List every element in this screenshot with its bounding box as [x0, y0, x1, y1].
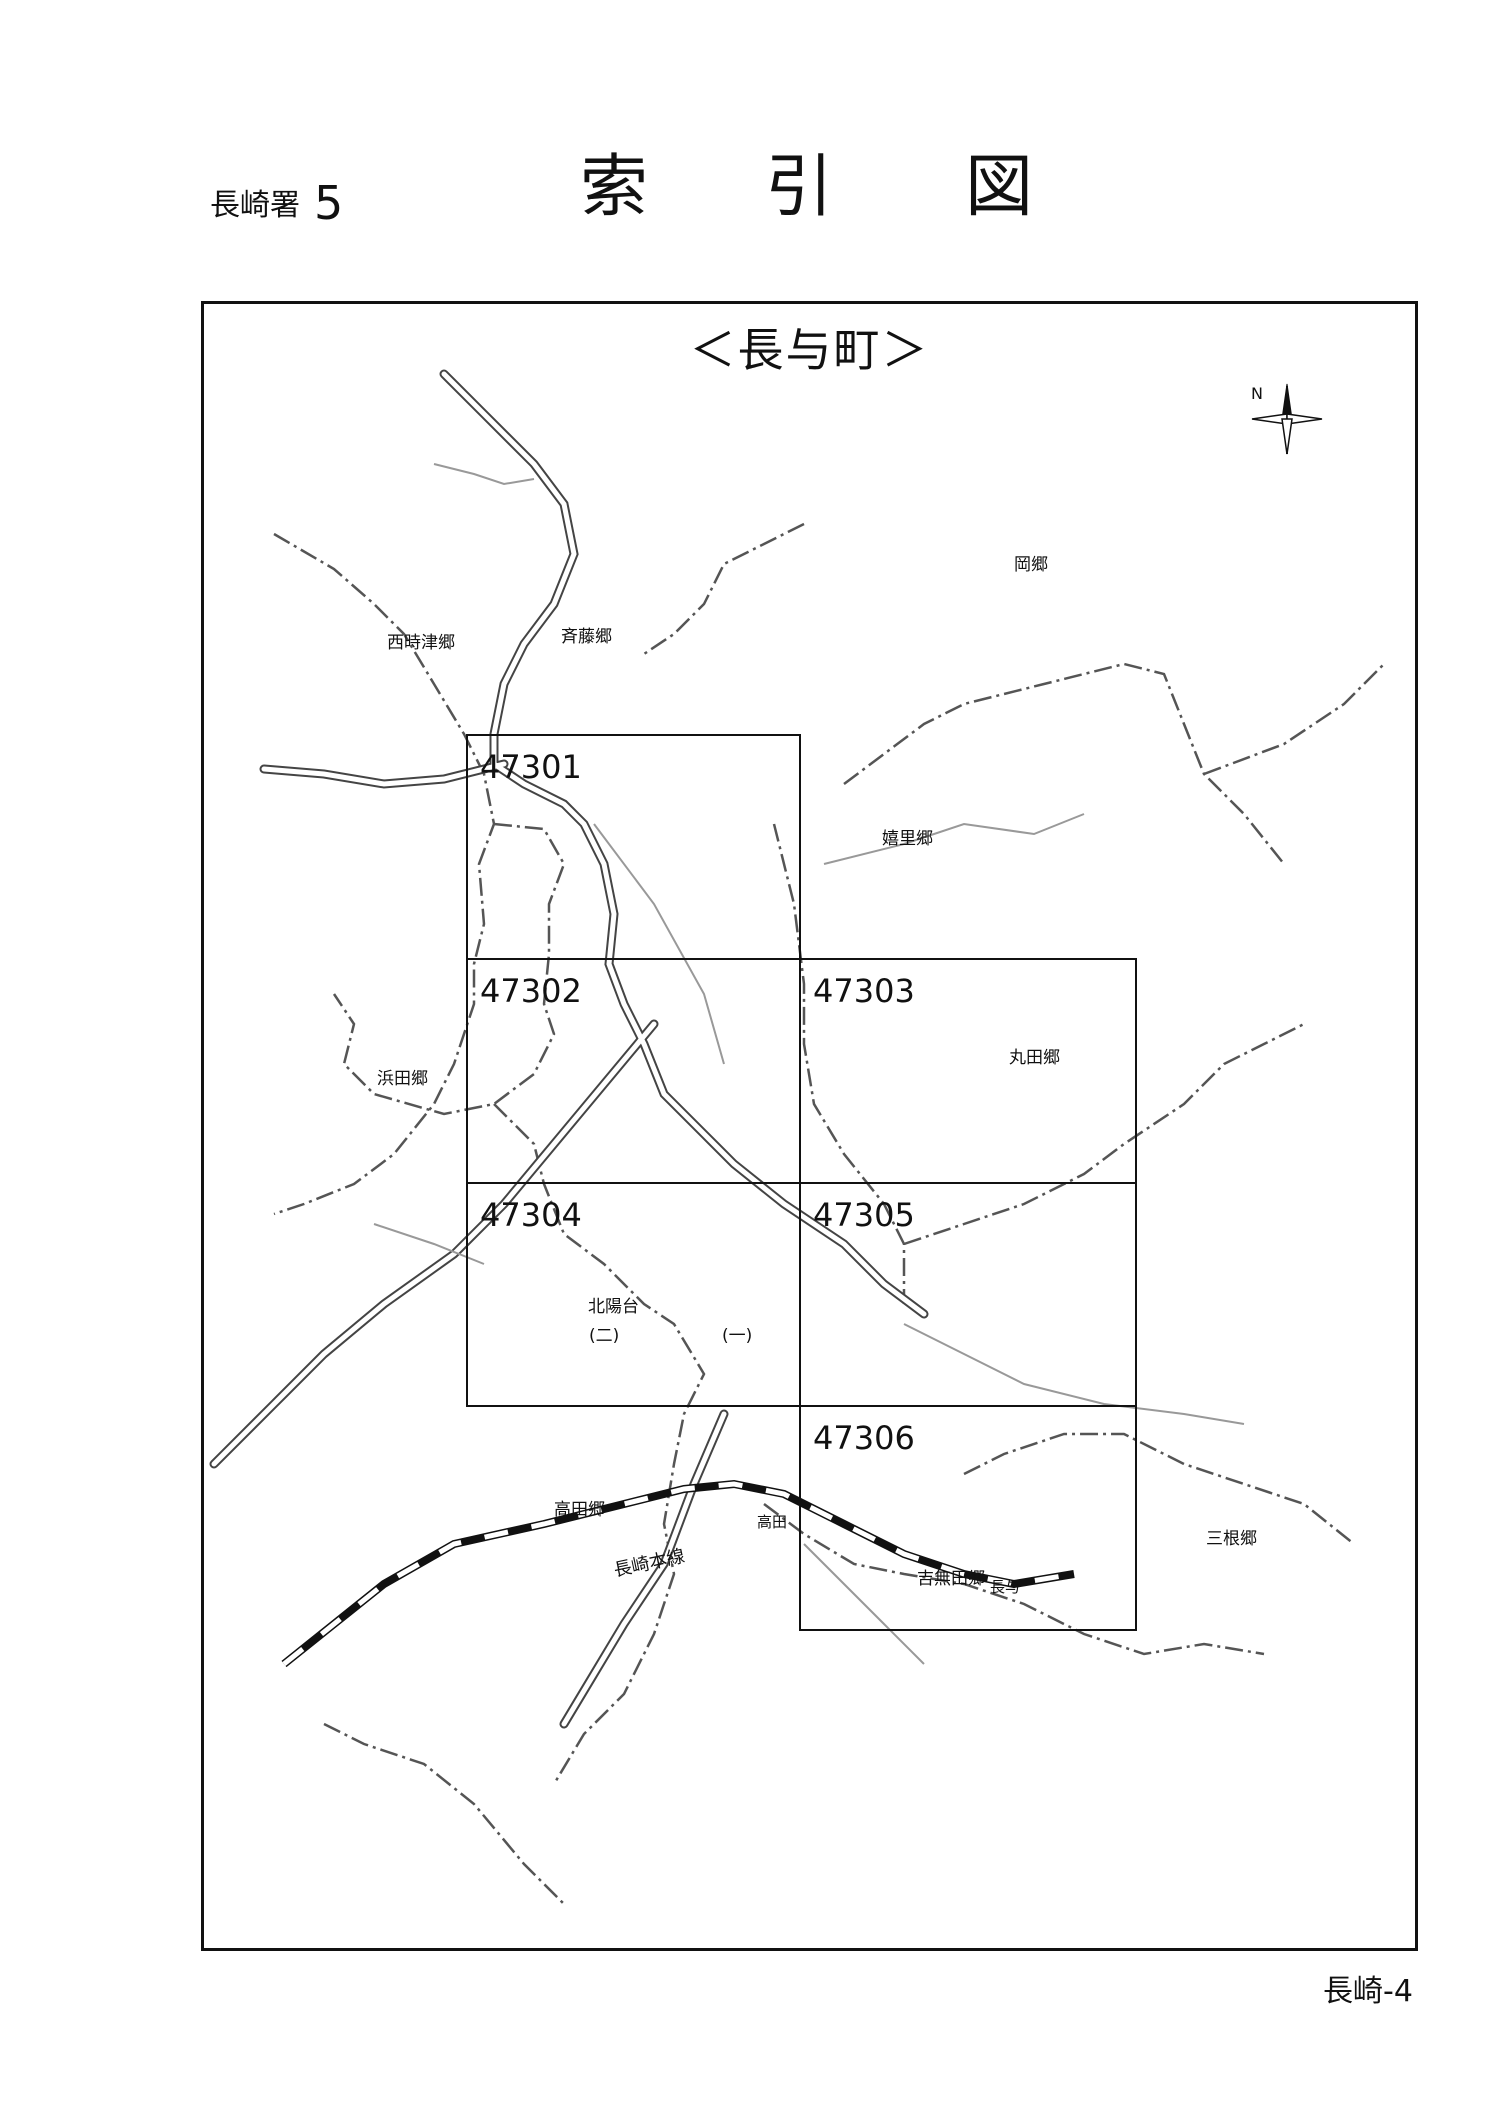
- place-yoshimuta: 吉無田郷: [917, 1569, 985, 1589]
- station-code: 長崎署 5: [210, 172, 343, 230]
- boundary-lines: [273, 522, 1385, 1905]
- place-hokuyodai-1: (一): [722, 1326, 753, 1346]
- page-title: 索 引 図: [560, 148, 1080, 228]
- tile-number: 47305: [813, 1196, 915, 1234]
- tile-number: 47302: [480, 972, 582, 1010]
- area-title: ＜長与町＞: [689, 323, 930, 377]
- tile-number: 47303: [813, 972, 915, 1010]
- place-oka: 岡郷: [1014, 555, 1048, 575]
- station-nagayo: 長与: [990, 1578, 1021, 1596]
- place-hamada: 浜田郷: [377, 1069, 428, 1089]
- station-number: 5: [314, 176, 344, 230]
- north-label: N: [1251, 384, 1263, 403]
- map-tile-47302[interactable]: 47302: [466, 958, 801, 1184]
- title-char: 引: [765, 148, 834, 227]
- map-tile-47304[interactable]: 47304: [466, 1182, 801, 1407]
- map-frame: ＜長与町＞: [201, 301, 1418, 1951]
- place-hokuyodai-2: (二): [589, 1326, 620, 1346]
- station-takada: 高田: [757, 1513, 788, 1531]
- title-char: 索: [580, 148, 649, 227]
- place-nishitokitsu: 西時津郷: [387, 633, 455, 653]
- page-number: 長崎-4: [1323, 1974, 1413, 2009]
- place-saito: 斉藤郷: [561, 627, 612, 647]
- title-char: 図: [965, 148, 1034, 227]
- map-tile-47301[interactable]: 47301: [466, 734, 801, 960]
- compass-icon: [1251, 383, 1323, 455]
- map-tile-47305[interactable]: 47305: [799, 1182, 1137, 1407]
- tile-number: 47304: [480, 1196, 582, 1234]
- place-mitsune: 三根郷: [1206, 1529, 1257, 1549]
- tile-number: 47306: [813, 1419, 915, 1457]
- place-ureshisato: 嬉里郷: [882, 829, 933, 849]
- base-map: [209, 369, 1385, 1905]
- station-name: 長崎署: [210, 188, 300, 223]
- tile-number: 47301: [480, 748, 582, 786]
- map-tile-47306[interactable]: 47306: [799, 1405, 1137, 1631]
- place-hokuyodai: 北陽台: [588, 1297, 639, 1317]
- place-maruta: 丸田郷: [1009, 1048, 1060, 1068]
- minor-roads: [373, 463, 1245, 1665]
- place-takada-go: 高田郷: [554, 1500, 605, 1520]
- map-tile-47303[interactable]: 47303: [799, 958, 1137, 1184]
